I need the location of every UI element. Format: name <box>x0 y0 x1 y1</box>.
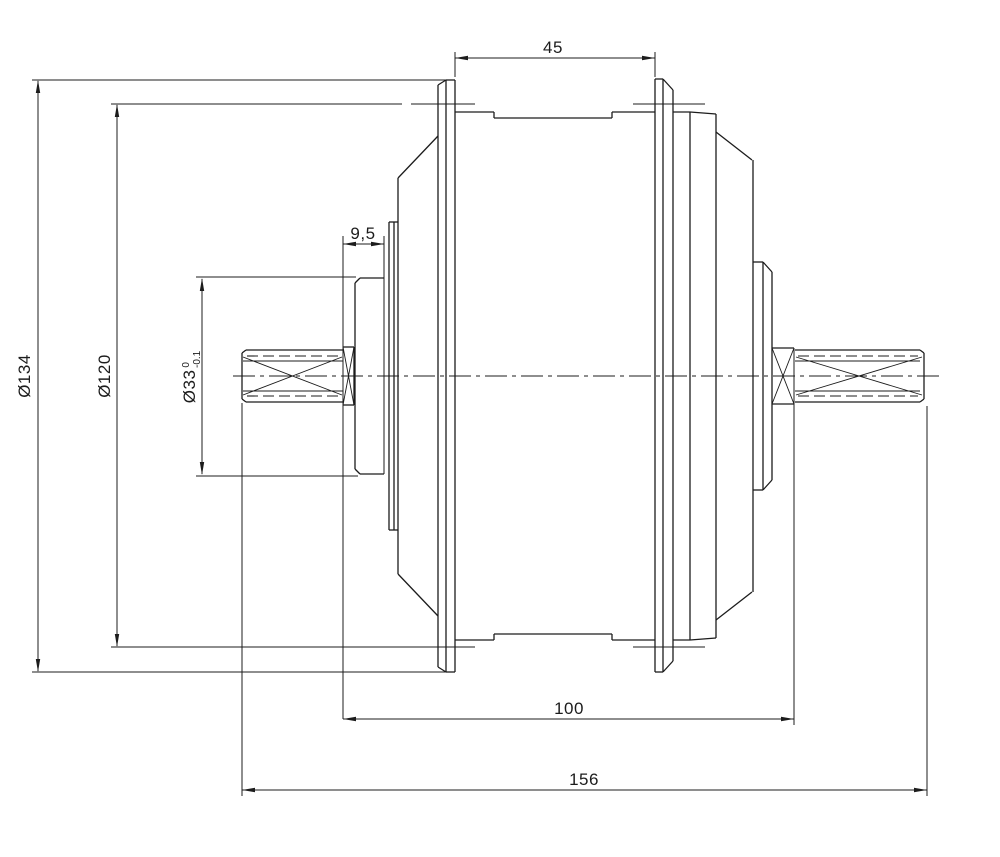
freewheel-seat <box>388 178 399 574</box>
left-cover-cone <box>397 135 439 617</box>
motor-shell <box>455 111 655 641</box>
right-washer <box>771 347 795 405</box>
dim-overall-axle-length: 156 <box>241 403 928 796</box>
dim-label-boss-diameter: Ø33 0-0.1 <box>180 350 203 403</box>
right-spoke-flange <box>654 78 674 673</box>
boss-diameter-value: Ø33 <box>180 370 199 404</box>
dim-label-flange-diameter: Ø134 <box>15 354 34 398</box>
left-locknut <box>342 346 355 406</box>
dim-flange-spacing: 45 <box>454 38 656 77</box>
dim-label-shell-diameter: Ø120 <box>95 354 114 398</box>
right-axle <box>795 349 925 403</box>
left-boss <box>354 277 384 475</box>
dim-label-dropout-spacing: 100 <box>554 699 584 718</box>
dim-label-freewheel-offset: 9,5 <box>350 224 375 243</box>
left-spoke-flange <box>437 79 456 673</box>
dim-label-flange-spacing: 45 <box>543 38 563 57</box>
left-axle <box>241 349 343 403</box>
right-side-cover <box>673 111 773 641</box>
boss-diameter-tol-upper: 0 <box>181 362 192 368</box>
dim-shell-diameter: Ø120 <box>95 103 705 648</box>
dim-dropout-spacing: 100 <box>343 348 795 725</box>
dim-label-overall-axle-length: 156 <box>569 770 599 789</box>
dim-freewheel-offset: 9,5 <box>342 224 385 719</box>
dim-boss-diameter: Ø33 0-0.1 <box>180 276 358 477</box>
boss-diameter-tol-lower: -0.1 <box>192 350 203 368</box>
dim-flange-diameter: Ø134 <box>15 79 455 673</box>
